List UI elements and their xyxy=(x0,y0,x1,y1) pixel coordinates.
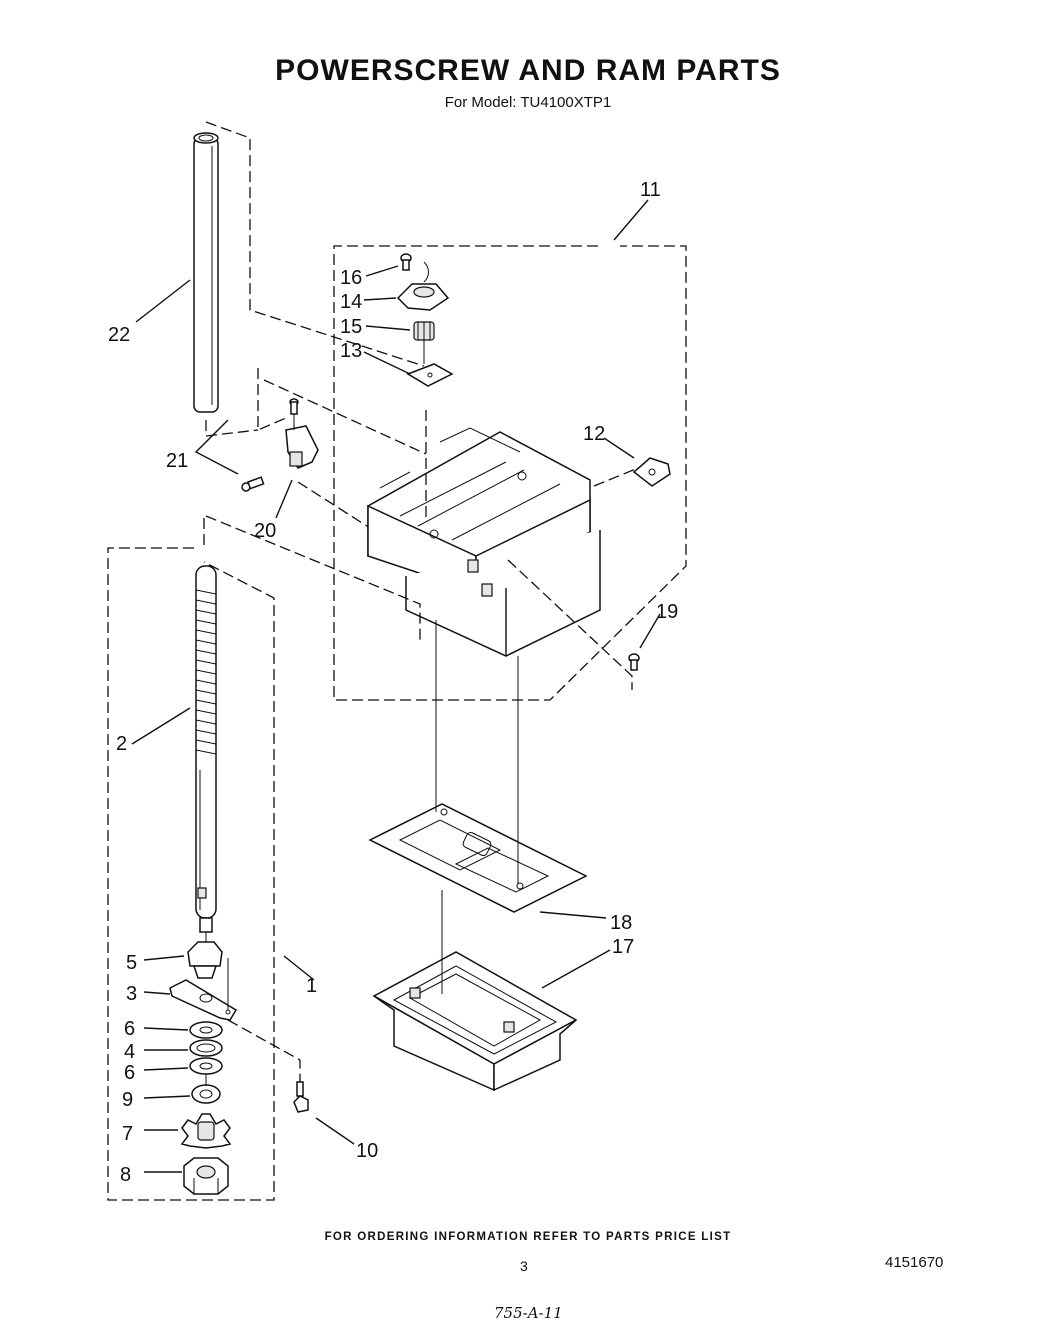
page-title: POWERSCREW AND RAM PARTS xyxy=(275,54,781,87)
screw-part-21b xyxy=(241,476,265,492)
callout-5: 5 xyxy=(126,952,137,974)
callout-15: 15 xyxy=(340,316,362,338)
callout-22: 22 xyxy=(108,324,130,346)
bushing-part-5 xyxy=(187,941,223,979)
plate-part-3 xyxy=(169,958,238,1021)
callout-16: 16 xyxy=(340,267,362,289)
callout-11: 11 xyxy=(640,179,661,201)
bracket-part-20 xyxy=(285,414,319,469)
callout-3: 3 xyxy=(126,983,137,1005)
tray-part-17 xyxy=(372,951,578,1092)
callout-14: 14 xyxy=(340,291,362,313)
gear-part-15 xyxy=(413,321,435,364)
washer-part-6b xyxy=(189,1057,223,1075)
callout-4: 4 xyxy=(124,1041,135,1063)
callout-8: 8 xyxy=(120,1164,131,1186)
bearing-part-9 xyxy=(191,1084,221,1104)
handwritten-note: 755-A-11 xyxy=(494,1304,563,1322)
callout-17: 17 xyxy=(612,936,634,958)
callout-6b: 6 xyxy=(124,1062,135,1084)
callout-18: 18 xyxy=(610,912,632,934)
washer-part-4 xyxy=(189,1039,223,1057)
page-number: 3 xyxy=(520,1258,528,1274)
callout-10: 10 xyxy=(356,1140,378,1162)
callout-21: 21 xyxy=(166,450,188,472)
callout-1: 1 xyxy=(306,975,317,997)
leader-lines xyxy=(131,199,661,1173)
model-subtitle: For Model: TU4100XTP1 xyxy=(444,94,612,111)
assembly-11-boundary xyxy=(333,245,687,701)
tube-part-22 xyxy=(193,132,219,413)
sprocket-part-7 xyxy=(180,1113,232,1149)
washer-part-6a xyxy=(189,1021,223,1039)
callout-7: 7 xyxy=(122,1123,133,1145)
ram-housing xyxy=(367,427,601,657)
screw-part-10 xyxy=(293,1081,309,1113)
powerscrew-part-2 xyxy=(195,565,217,950)
assembly-1-boundary xyxy=(107,547,275,1201)
callout-9: 9 xyxy=(122,1089,133,1111)
callout-2: 2 xyxy=(116,733,127,755)
callout-13: 13 xyxy=(340,340,362,362)
cap-part-14 xyxy=(396,261,450,311)
screw-part-19 xyxy=(628,653,640,671)
clip-part-12 xyxy=(632,457,671,487)
callout-19: 19 xyxy=(656,601,678,623)
gasket-part-18 xyxy=(368,803,588,913)
screw-part-16 xyxy=(400,253,412,271)
callout-20: 20 xyxy=(254,520,276,542)
plate-part-13 xyxy=(406,363,454,387)
nut-part-8 xyxy=(183,1157,229,1195)
screw-part-21a xyxy=(289,398,299,415)
callout-12: 12 xyxy=(583,423,605,445)
document-number: 4151670 xyxy=(885,1254,944,1271)
callout-6a: 6 xyxy=(124,1018,135,1040)
ordering-note: FOR ORDERING INFORMATION REFER TO PARTS … xyxy=(324,1231,732,1243)
